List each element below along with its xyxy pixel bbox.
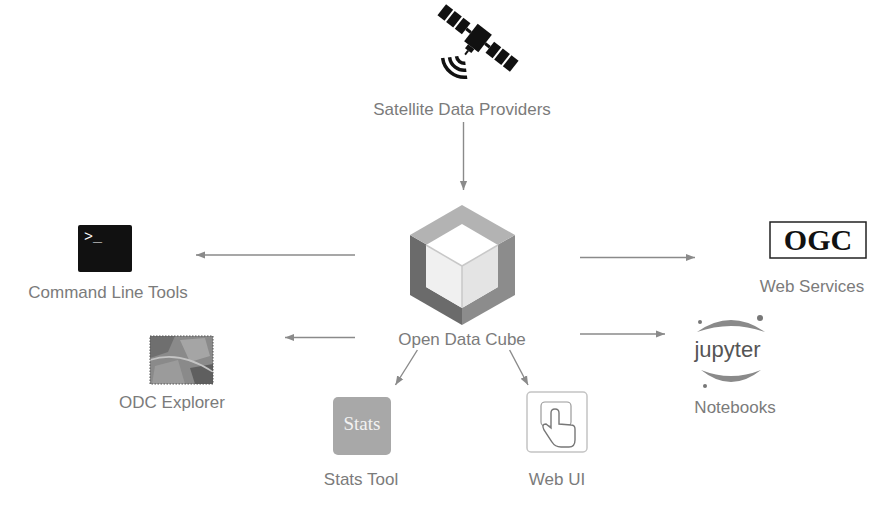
solar-panel <box>503 55 519 72</box>
map-patch <box>150 336 175 358</box>
map-thumbnail <box>150 336 213 384</box>
map-frame <box>150 336 213 384</box>
node-label: Web UI <box>512 470 602 490</box>
node-label: Stats Tool <box>316 470 406 490</box>
cube-inner-face <box>426 245 462 308</box>
map-road <box>150 357 213 372</box>
service-node: Open Data Cube <box>355 190 580 350</box>
node-label: ODC Explorer <box>107 393 237 413</box>
node-label: Notebooks <box>675 398 795 418</box>
cube-inner-face <box>462 245 498 308</box>
terminal-icon <box>78 225 132 272</box>
logo-text: OGC <box>770 222 866 258</box>
map-thumbnail <box>150 336 213 384</box>
jupyter-arc <box>701 370 761 382</box>
cube-logo <box>410 205 515 325</box>
cube-edge <box>461 266 463 308</box>
map-patch <box>152 360 185 384</box>
touch-icon-frame <box>527 392 587 452</box>
touch-icon <box>527 392 587 452</box>
jupyter-dot <box>757 315 763 321</box>
signal-wave <box>439 58 467 82</box>
cube-edge <box>462 245 498 266</box>
flow-arrow <box>395 350 417 385</box>
signal-wave <box>455 56 465 65</box>
cube-opening <box>426 224 498 308</box>
service-node: OGC Web Services <box>695 215 880 300</box>
map-patch <box>190 364 213 384</box>
node-label: Web Services <box>752 277 872 297</box>
jupyter-dot <box>698 320 702 324</box>
service-node: >_ Command Line Tools <box>20 205 196 305</box>
logo-text: Stats <box>333 413 391 436</box>
satellite-icon <box>415 1 521 101</box>
service-node: jupyterNotebooks <box>665 318 805 420</box>
service-node: StatsStats Tool <box>316 385 406 495</box>
service-node: ODC Explorer <box>100 325 285 420</box>
cube-edge <box>426 245 462 266</box>
node-label: Satellite Data Providers <box>352 100 572 120</box>
node-label: Open Data Cube <box>362 330 562 350</box>
node-label: Command Line Tools <box>20 283 196 303</box>
ogc-logo-frame <box>770 222 866 258</box>
flow-arrow <box>580 257 695 258</box>
flow-arrow <box>510 350 528 385</box>
flow-arrow <box>580 333 665 334</box>
stats-icon <box>333 397 391 455</box>
service-node: Satellite Data Providers <box>352 0 572 122</box>
logo-text: jupyter <box>690 337 765 363</box>
service-node: Web UI <box>512 385 602 495</box>
jupyter-arc <box>697 320 765 332</box>
logo-text: >_ <box>84 229 124 247</box>
flow-arrow <box>285 337 355 338</box>
jupyter-dot <box>703 384 707 388</box>
satellite-antenna <box>465 51 468 55</box>
flow-arrow <box>196 254 355 255</box>
flow-arrow <box>463 122 464 190</box>
satellite-body <box>464 24 492 52</box>
pointing-hand <box>543 409 575 447</box>
